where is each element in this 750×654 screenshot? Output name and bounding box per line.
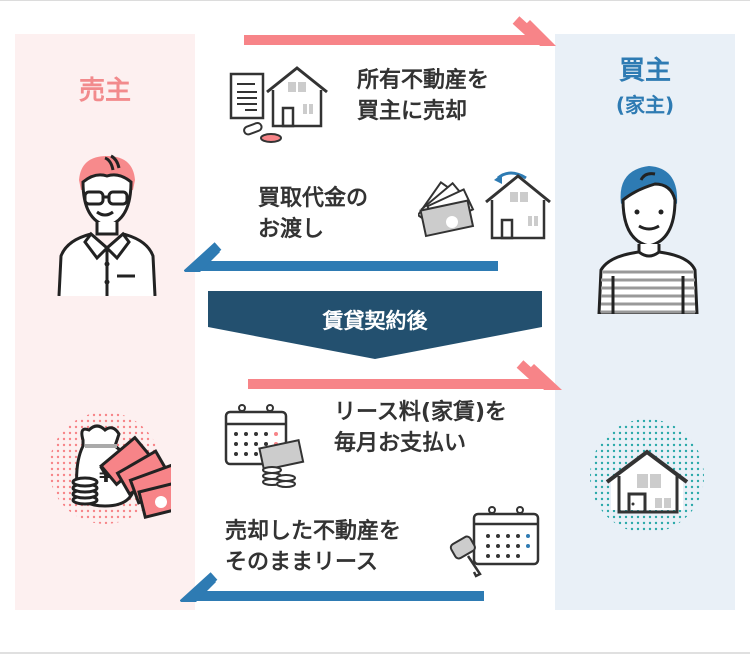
step-2-line-2: お渡し bbox=[258, 217, 325, 242]
step-4-text: 売却した不動産を そのままリース bbox=[225, 516, 401, 578]
step-2-text: 買取代金の お渡し bbox=[258, 183, 368, 245]
step-4-line-1: 売却した不動産を bbox=[225, 519, 402, 544]
buyer-person-icon bbox=[597, 166, 699, 314]
seller-column: 売主 ¥ bbox=[15, 34, 195, 610]
after-lease-banner: 賃貸契約後 bbox=[208, 291, 542, 359]
step-3-line-1: リース料(家賃)を bbox=[334, 400, 508, 425]
top-divider bbox=[0, 0, 750, 1]
arrow-sale-to-buyer bbox=[244, 16, 556, 46]
arrow-payment-to-seller bbox=[184, 242, 498, 272]
key-calendar-icon bbox=[449, 506, 540, 578]
step-2-line-1: 買取代金の bbox=[258, 186, 369, 211]
step-1-text: 所有不動産を 買主に売却 bbox=[357, 65, 489, 127]
contract-house-icon bbox=[229, 66, 328, 143]
money-bag-icon: ¥ bbox=[49, 412, 171, 524]
step-1-line-1: 所有不動産を bbox=[357, 68, 490, 93]
buyer-subtitle: (家主) bbox=[615, 93, 675, 117]
banner-label: 賃貸契約後 bbox=[322, 309, 428, 333]
seller-title: 売主 bbox=[78, 76, 131, 106]
house-dotted-icon bbox=[590, 419, 704, 533]
step-3-line-2: 毎月お支払い bbox=[334, 431, 467, 456]
calendar-money-icon bbox=[224, 404, 305, 488]
money-house-icon bbox=[418, 171, 551, 240]
buyer-column: 買主 (家主) bbox=[555, 34, 735, 610]
buyer-title: 買主 bbox=[618, 56, 671, 86]
step-4-line-2: そのままリース bbox=[225, 550, 378, 575]
arrow-lease-to-seller bbox=[180, 572, 484, 602]
arrow-lease-payment-to-buyer bbox=[248, 360, 562, 390]
step-1-line-2: 買主に売却 bbox=[357, 99, 468, 124]
banner-shape bbox=[208, 291, 542, 359]
bottom-divider bbox=[0, 652, 750, 654]
step-3-text: リース料(家賃)を 毎月お支払い bbox=[334, 397, 507, 459]
seller-person-icon bbox=[57, 154, 157, 296]
